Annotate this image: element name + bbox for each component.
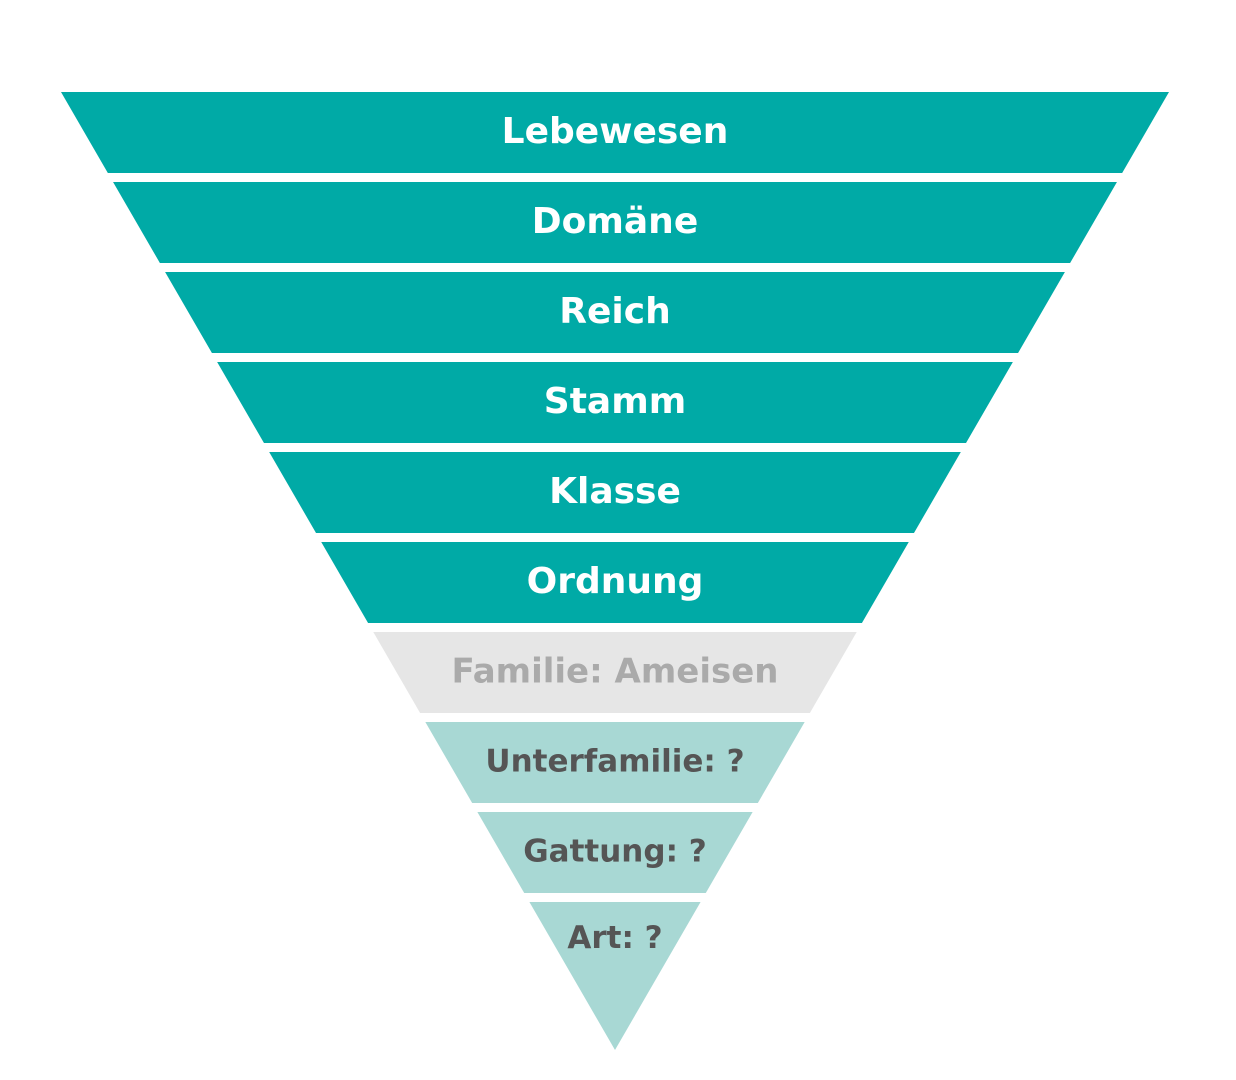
level-label-ordnung: Ordnung: [527, 561, 704, 602]
band-reich: [165, 272, 1065, 353]
level-label-domaene: Domäne: [532, 201, 698, 242]
band-ordnung: [321, 542, 909, 623]
level-label-klasse: Klasse: [549, 471, 681, 512]
band-unterfamilie: [425, 722, 805, 803]
band-lebewesen: [61, 92, 1169, 173]
band-domaene: [113, 182, 1117, 263]
level-label-reich: Reich: [559, 291, 670, 332]
level-label-unterfamilie: Unterfamilie: ?: [485, 744, 744, 780]
band-klasse: [269, 452, 961, 533]
band-art: [529, 902, 701, 1050]
level-label-familie: Familie: Ameisen: [451, 652, 778, 692]
level-label-art: Art: ?: [567, 920, 662, 956]
band-familie: [373, 632, 857, 713]
pyramid-bands: [61, 92, 1169, 1050]
level-label-lebewesen: Lebewesen: [502, 111, 729, 152]
band-gattung: [477, 812, 753, 893]
level-label-gattung: Gattung: ?: [523, 834, 707, 870]
band-stamm: [217, 362, 1013, 443]
level-label-stamm: Stamm: [544, 381, 686, 422]
pyramid-labels: Lebewesen Domäne Reich Stamm Klasse Ordn…: [451, 111, 778, 956]
